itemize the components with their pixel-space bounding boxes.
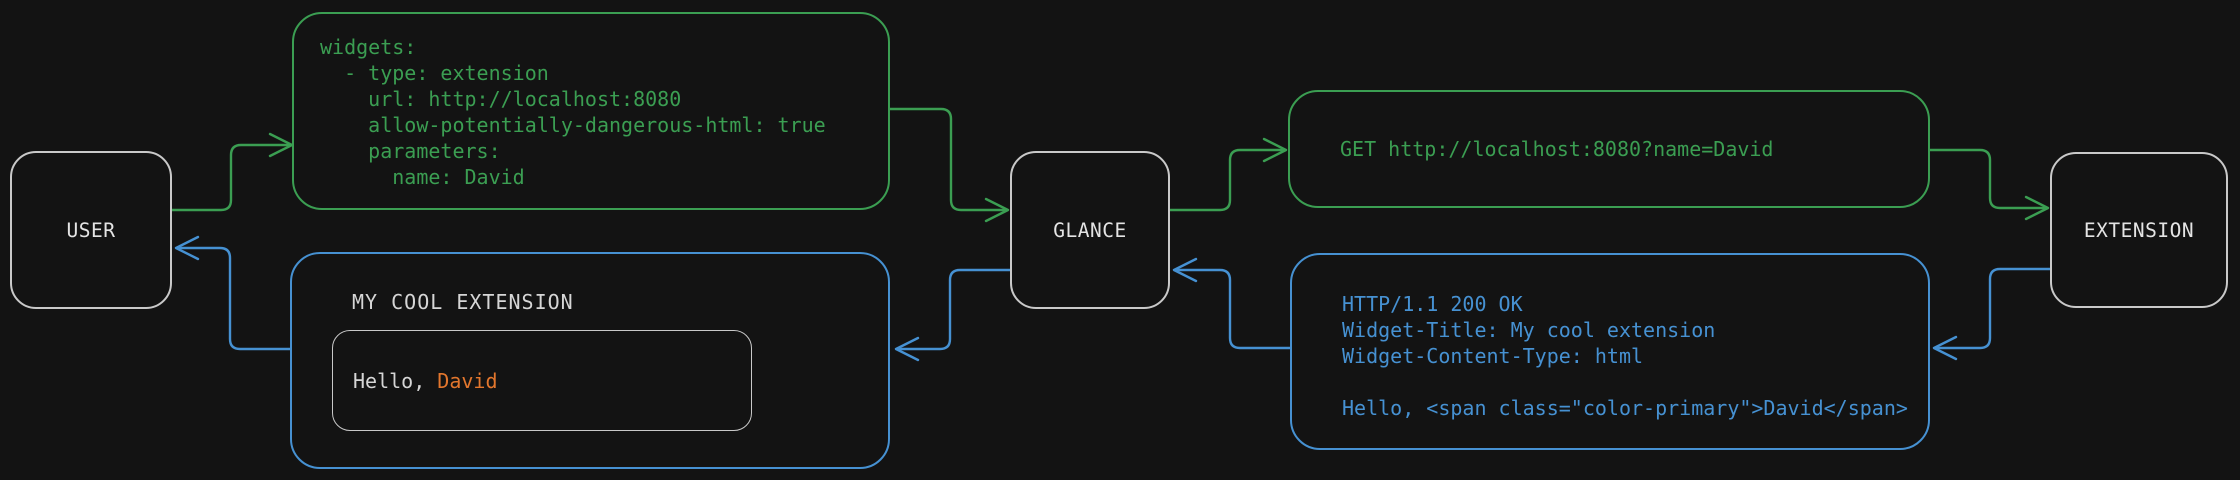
arrow-widget-to-user — [174, 235, 292, 351]
extension-node-label: EXTENSION — [2083, 218, 2195, 242]
arrow-shaft — [1174, 268, 1292, 350]
arrow-shaft — [176, 246, 292, 351]
arrow-extension-to-response — [1932, 267, 2052, 361]
greeting-name: David — [437, 368, 498, 393]
http-request-text: GET http://localhost:8080?name=David — [1340, 137, 1774, 161]
extension-node: EXTENSION — [2050, 152, 2228, 308]
glance-node-label: GLANCE — [1053, 218, 1127, 242]
arrow-shaft — [1168, 148, 1286, 212]
widget-preview-box: MY COOL EXTENSION Hello, David — [290, 252, 890, 469]
arrow-shaft — [1928, 148, 2048, 210]
arrow-glance-to-request — [1168, 137, 1288, 212]
greeting-text: Hello, David — [333, 369, 498, 393]
arrowhead-icon — [1262, 137, 1288, 163]
glance-node: GLANCE — [1010, 151, 1170, 309]
arrowhead-icon — [1932, 335, 1958, 361]
http-request-box: GET http://localhost:8080?name=David — [1288, 90, 1930, 208]
arrow-glance-to-widget — [894, 268, 1012, 362]
greeting-box: Hello, David — [332, 330, 752, 431]
arrow-shaft — [170, 143, 292, 212]
widget-title: MY COOL EXTENSION — [352, 290, 574, 314]
arrowhead-icon — [174, 235, 200, 261]
arrow-user-to-config — [170, 132, 294, 212]
user-node-label: USER — [66, 218, 116, 242]
config-yaml-box: widgets: - type: extension url: http://l… — [292, 12, 890, 210]
user-node: USER — [10, 151, 172, 309]
http-response-code: HTTP/1.1 200 OK Widget-Title: My cool ex… — [1342, 292, 1908, 420]
arrowhead-icon — [894, 336, 920, 362]
arrow-config-to-glance — [888, 107, 1010, 223]
arrowhead-icon — [2024, 195, 2050, 221]
arrow-shaft — [888, 107, 1008, 212]
arrow-response-to-glance — [1172, 257, 1292, 350]
arrow-shaft — [1934, 267, 2052, 350]
arrow-request-to-extension — [1928, 148, 2050, 221]
arrowhead-icon — [1172, 257, 1198, 283]
arrow-shaft — [896, 268, 1012, 351]
arrowhead-icon — [984, 197, 1010, 223]
config-yaml-code: widgets: - type: extension url: http://l… — [320, 35, 826, 189]
http-response-box: HTTP/1.1 200 OK Widget-Title: My cool ex… — [1290, 253, 1930, 450]
greeting-prefix: Hello, — [353, 368, 438, 393]
